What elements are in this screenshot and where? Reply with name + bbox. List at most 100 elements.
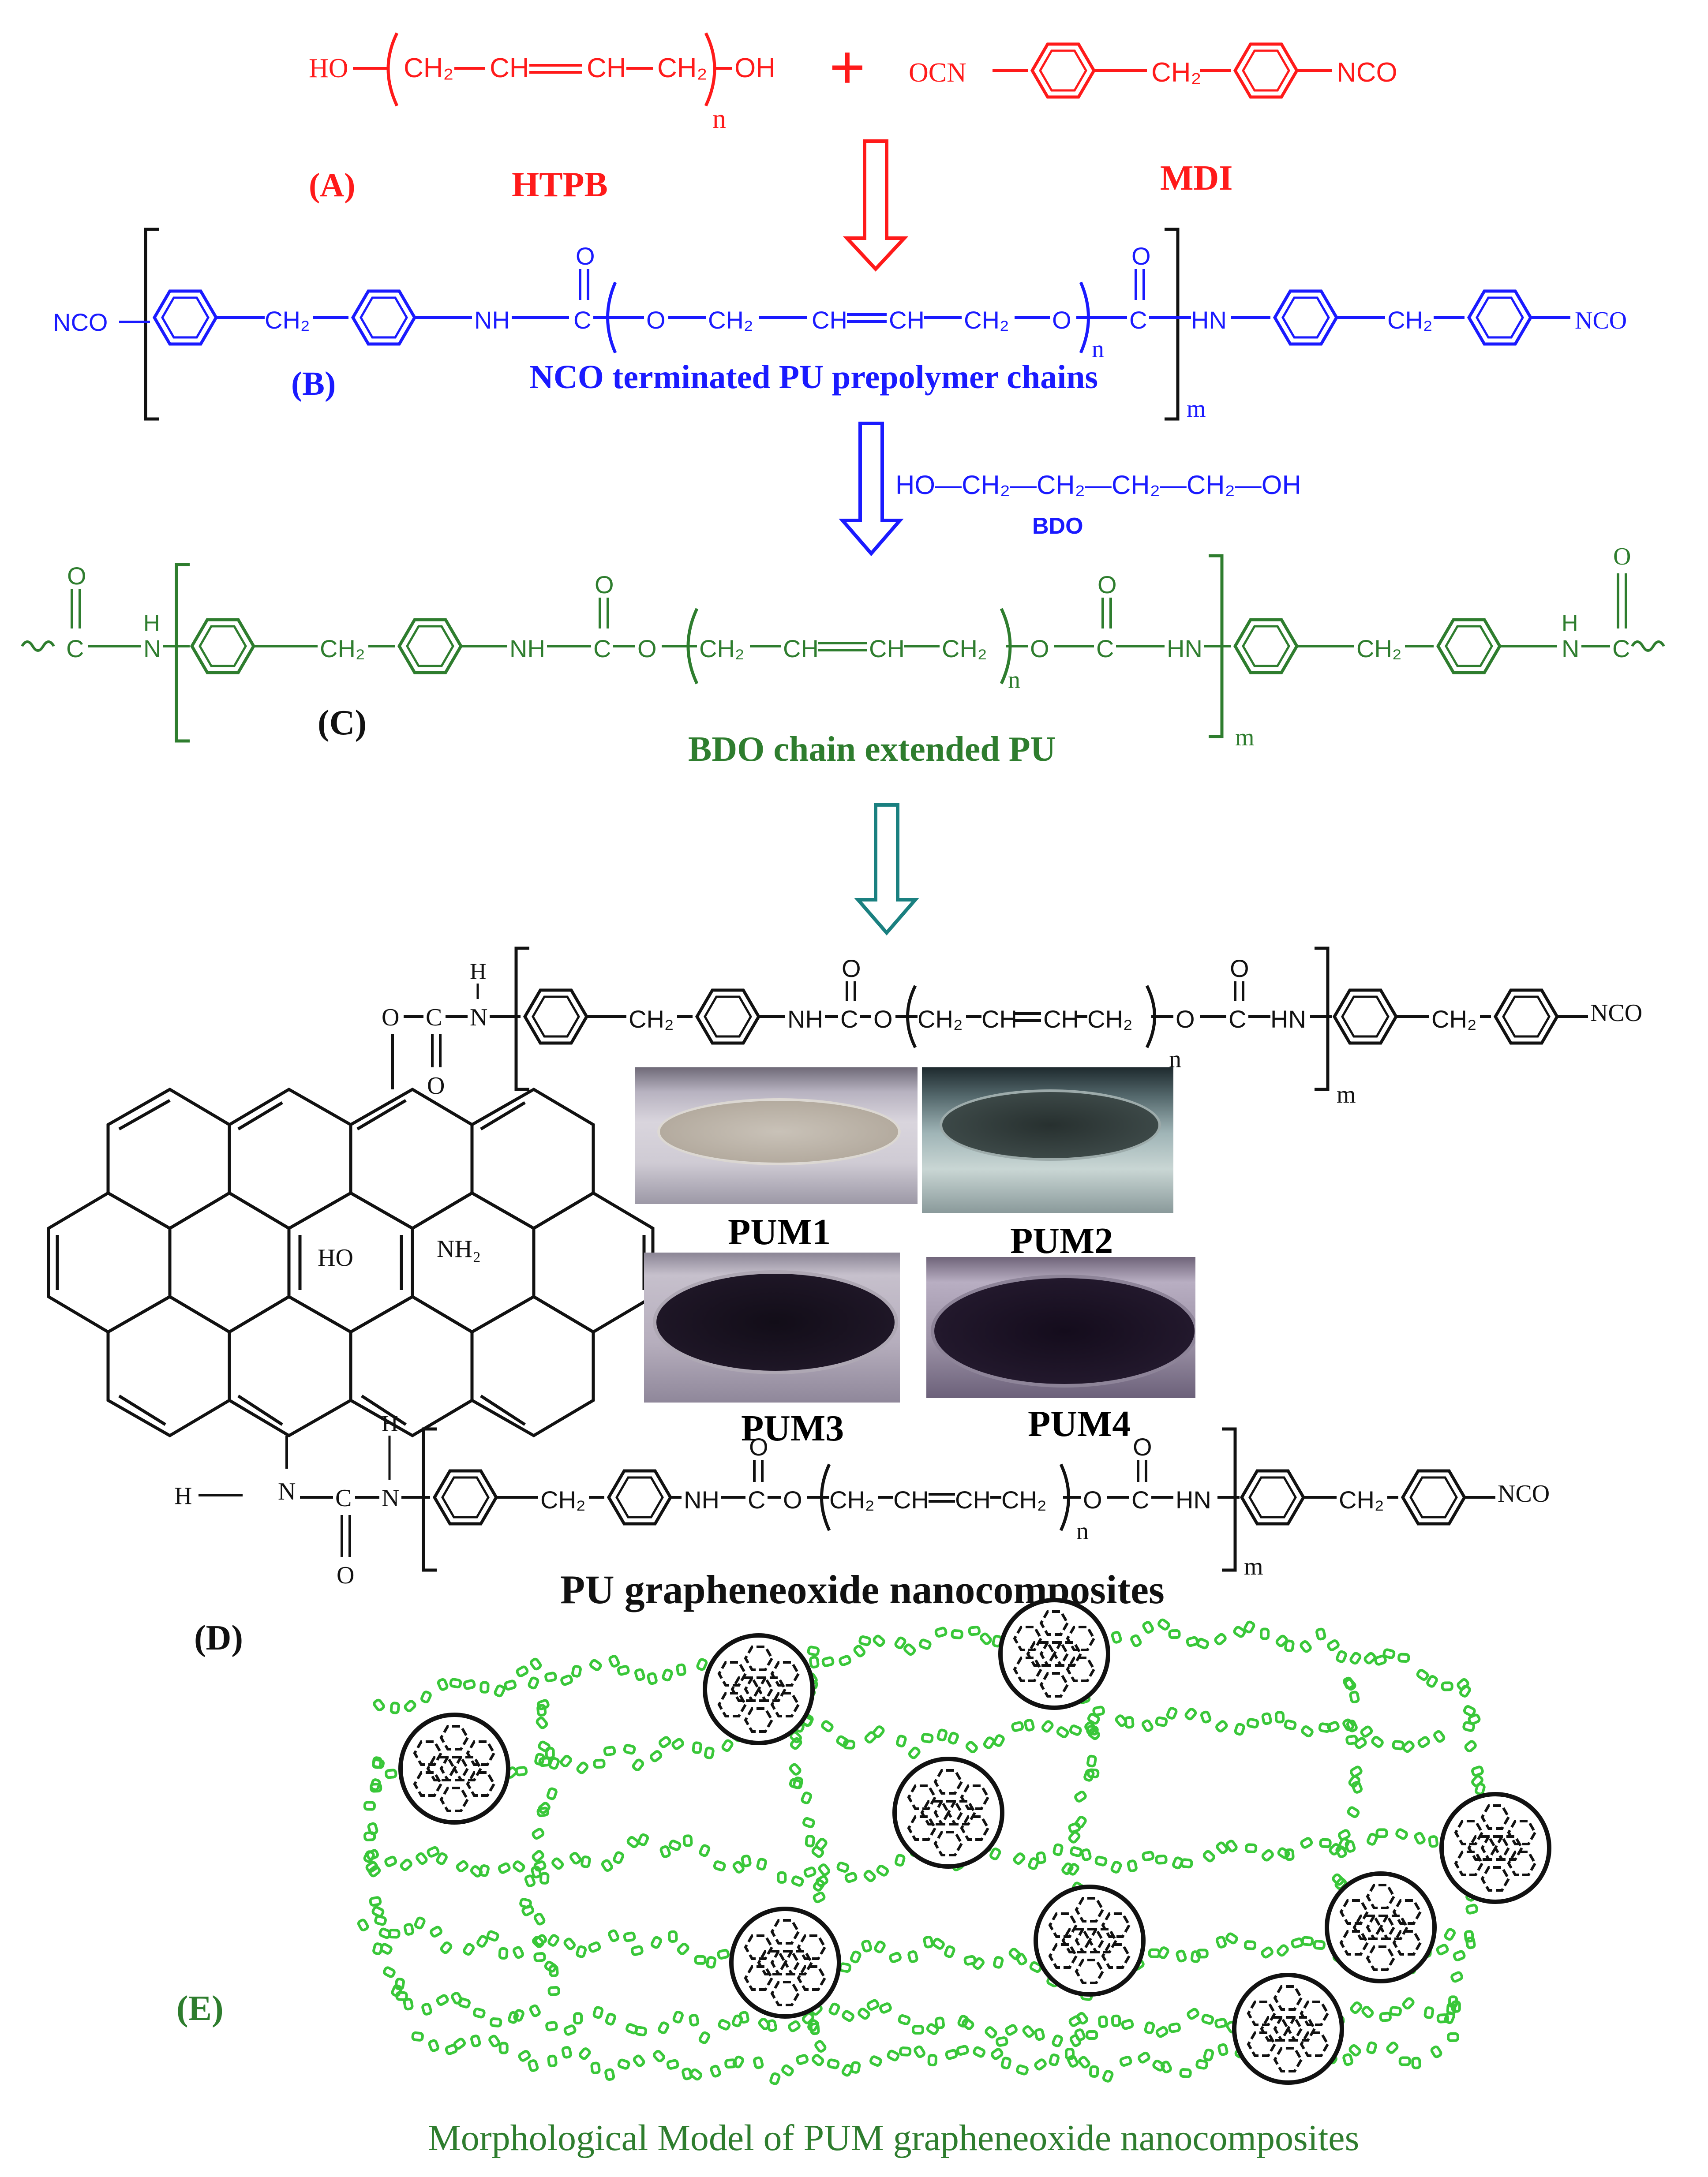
chain-bead: [934, 2016, 945, 2029]
chain-bead: [1284, 1848, 1295, 1861]
chain-bead: [983, 1736, 995, 1749]
chain-bead: [1261, 1712, 1272, 1725]
chain-bead: [1444, 2011, 1455, 2024]
chain-bead: [548, 1964, 559, 1977]
chain-bead: [889, 1952, 902, 1963]
c-caption: BDO chain extended PU: [688, 730, 1056, 769]
chain-bead: [873, 1635, 885, 1647]
chain-bead: [861, 1939, 873, 1953]
chain-bead: [1468, 1713, 1481, 1725]
chain-bead: [1349, 1652, 1362, 1665]
chain-bead: [1160, 2061, 1172, 2073]
c-o-3: O: [1030, 635, 1049, 662]
c-c-1: C: [593, 635, 611, 662]
d-c-1: C: [840, 1005, 858, 1033]
chain-bead: [1350, 2001, 1363, 2014]
chain-bead: [1379, 2012, 1392, 2022]
b-o-4: O: [1131, 242, 1151, 270]
arrow-c-to-d: [854, 803, 919, 936]
c-ch2-4: CH₂: [1356, 635, 1402, 662]
chain-bead: [1087, 1728, 1100, 1740]
chain-bead: [420, 1691, 432, 1703]
chain-bead: [668, 1930, 678, 1943]
d-ch-2: CH: [1043, 1005, 1079, 1033]
d-ch2-6: CH₂: [829, 1486, 875, 1514]
chain-bead: [659, 1845, 671, 1858]
c-c-2: C: [1096, 635, 1114, 662]
chain-bead: [1196, 1638, 1210, 1650]
d-o-2: O: [873, 1005, 893, 1033]
chain-bead: [789, 1763, 802, 1776]
chain-bead: [1034, 2058, 1047, 2071]
chain-bead: [1276, 1944, 1289, 1957]
chain-bead: [592, 2006, 604, 2019]
chain-bead: [1184, 1708, 1197, 1721]
chain-bead: [538, 1757, 551, 1767]
chain-bead: [1464, 1930, 1474, 1943]
sample-photo-pum1: [635, 1067, 918, 1204]
chain-bead: [1196, 1949, 1209, 1959]
chain-bead: [1397, 1653, 1410, 1663]
chain-bead: [372, 1756, 382, 1769]
c-hn: HN: [1167, 635, 1202, 662]
chain-bead: [536, 1704, 547, 1717]
c-o-left: O: [67, 562, 86, 590]
d-c-3: C: [748, 1486, 765, 1514]
sample-label-pum2: PUM2: [1010, 1220, 1113, 1261]
sample-photo-pum2: [922, 1067, 1173, 1213]
chain-bead: [843, 1739, 855, 1750]
chain-bead: [581, 1855, 591, 1868]
chain-bead: [1374, 1654, 1387, 1666]
chain-bead: [1335, 1845, 1347, 1858]
chain-bead: [476, 1935, 488, 1948]
chain-bead: [1234, 1723, 1245, 1736]
chain-bead: [1115, 1714, 1127, 1727]
chain-bead: [1363, 1652, 1376, 1665]
chain-bead: [1217, 2043, 1229, 2056]
d-ch2-5: CH₂: [540, 1486, 586, 1514]
chain-bead: [593, 1758, 606, 1769]
chain-bead: [682, 1834, 693, 1847]
chain-bead: [818, 1863, 831, 1876]
c-c-right: C: [1612, 635, 1630, 662]
chain-bead: [521, 1904, 535, 1916]
chain-bead: [1061, 1862, 1074, 1875]
chain-bead: [962, 2018, 974, 2030]
c-ch2-1: CH₂: [320, 635, 365, 662]
chain-bead: [357, 1919, 369, 1932]
chain-bead: [993, 1734, 1005, 1747]
chain-bead: [1094, 1855, 1108, 1867]
d-o-bottom: O: [337, 1562, 354, 1589]
chain-bead: [696, 1658, 708, 1671]
chain-bead: [1127, 1859, 1138, 1872]
d-n-bottom-left: N: [278, 1478, 296, 1505]
chain-bead: [613, 1851, 625, 1864]
chain-bead: [990, 2048, 1004, 2060]
chain-bead: [545, 2021, 558, 2031]
chain-bead: [944, 1945, 955, 1958]
chain-bead: [1144, 2021, 1155, 2035]
chain-bead: [1179, 2068, 1192, 2078]
d-ho: HO: [318, 1244, 353, 1272]
d-nh-2: NH: [684, 1486, 719, 1514]
chain-bead: [677, 1942, 689, 1955]
label-e: (E): [176, 1989, 224, 2028]
chain-bead: [498, 1862, 511, 1874]
chain-bead: [1301, 1725, 1314, 1738]
chain-bead: [1155, 1716, 1168, 1727]
chain-bead: [1465, 1904, 1479, 1915]
chain-bead: [809, 2022, 820, 2035]
chain-bead: [1013, 1852, 1026, 1865]
chain-bead: [934, 1627, 948, 1638]
chain-bead: [560, 1674, 573, 1686]
chain-bead: [1233, 1626, 1246, 1638]
chain-bead: [1157, 1946, 1169, 1959]
chain-bead: [1215, 1720, 1228, 1732]
chain-bead: [769, 2072, 781, 2085]
chain-bead: [1216, 1841, 1229, 1854]
chain-bead: [534, 1934, 547, 1946]
chain-bead: [1092, 1706, 1105, 1717]
chain-bead: [948, 1732, 959, 1745]
chain-bead: [1446, 2032, 1460, 2042]
chain-bead: [1433, 1730, 1446, 1743]
